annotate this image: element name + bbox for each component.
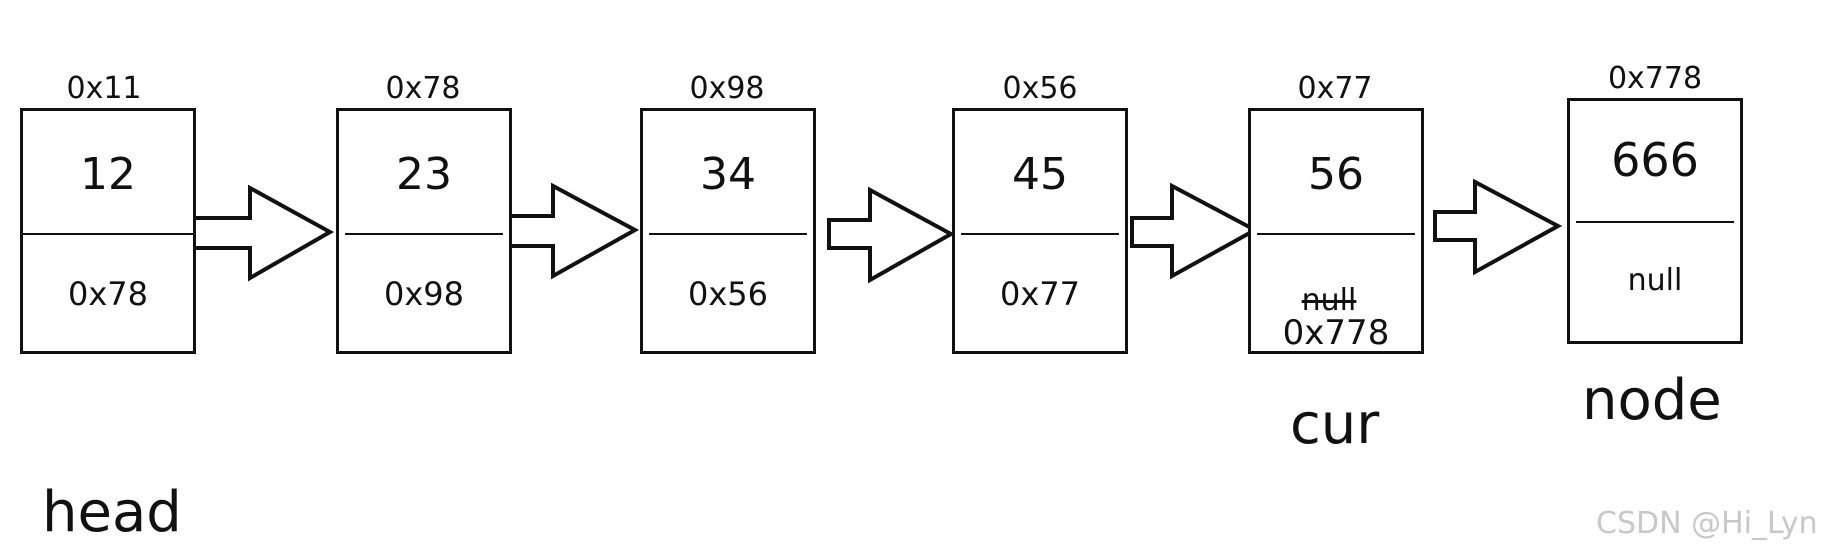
node-4: 45 0x77	[952, 108, 1128, 354]
node-3-value: 34	[700, 149, 756, 200]
node-1-address: 0x11	[66, 71, 142, 106]
node-1-next: 0x78	[67, 275, 148, 313]
node-3-address: 0x98	[689, 71, 765, 106]
arrow-5	[1433, 178, 1563, 276]
node-5-address: 0x77	[1297, 71, 1373, 106]
node-2-next: 0x98	[383, 275, 464, 313]
node-4-next: 0x77	[999, 275, 1080, 313]
arrow-2	[508, 182, 640, 280]
node-5-divider	[1257, 233, 1415, 235]
node-6: 666 null	[1567, 98, 1743, 344]
node-2-address: 0x78	[385, 71, 461, 106]
watermark: CSDN @Hi_Lyn	[1596, 506, 1818, 541]
node-2: 23 0x98	[336, 108, 512, 354]
node-6-divider	[1576, 221, 1734, 223]
node-2-value: 23	[396, 149, 452, 200]
node-5-next: 0x778	[1282, 313, 1390, 353]
node-4-value: 45	[1012, 149, 1068, 200]
node-1-divider	[23, 233, 193, 235]
cur-label: cur	[1290, 392, 1380, 457]
node-1-value: 12	[80, 149, 136, 200]
node-3: 34 0x56	[640, 108, 816, 354]
node-6-address: 0x778	[1607, 61, 1703, 96]
node-5: 56 null 0x778	[1248, 108, 1424, 354]
node-5-next-old: null	[1301, 283, 1357, 318]
node-3-next: 0x56	[687, 275, 768, 313]
head-label: head	[42, 480, 182, 545]
arrow-4	[1130, 182, 1260, 280]
node-1: 12 0x78	[20, 108, 196, 354]
node-label: node	[1582, 368, 1722, 433]
arrow-3	[827, 186, 956, 284]
node-6-next: null	[1627, 263, 1683, 298]
node-2-divider	[345, 233, 503, 235]
node-4-divider	[961, 233, 1119, 235]
node-5-value: 56	[1308, 149, 1364, 200]
node-3-divider	[649, 233, 807, 235]
node-6-value: 666	[1611, 133, 1699, 187]
arrow-1	[188, 184, 335, 282]
node-4-address: 0x56	[1002, 71, 1078, 106]
